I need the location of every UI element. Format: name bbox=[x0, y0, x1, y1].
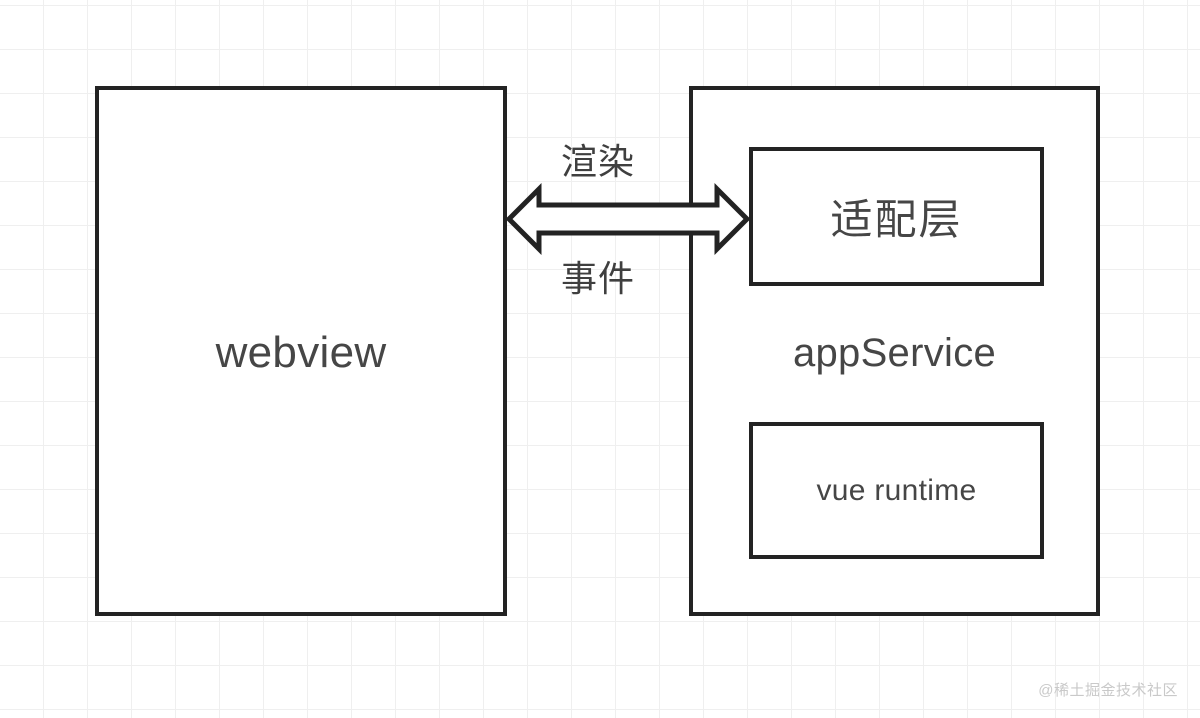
watermark: @稀土掘金技术社区 bbox=[1038, 682, 1178, 699]
node-vue-runtime[interactable] bbox=[749, 422, 1044, 559]
node-adapter-layer[interactable] bbox=[749, 147, 1044, 286]
edge-label-render: 渲染 bbox=[561, 141, 636, 182]
node-webview[interactable] bbox=[95, 86, 507, 616]
bidirectional-arrow-svg bbox=[505, 182, 751, 256]
bidirectional-arrow-icon bbox=[505, 182, 751, 256]
edge-label-event: 事件 bbox=[561, 258, 636, 299]
node-appservice-label: appService bbox=[792, 330, 997, 375]
arrow-shape bbox=[505, 182, 751, 256]
node-vue-runtime-label: vue runtime bbox=[816, 473, 977, 507]
node-webview-label: webview bbox=[215, 328, 387, 377]
node-adapter-layer-label: 适配层 bbox=[830, 196, 963, 243]
